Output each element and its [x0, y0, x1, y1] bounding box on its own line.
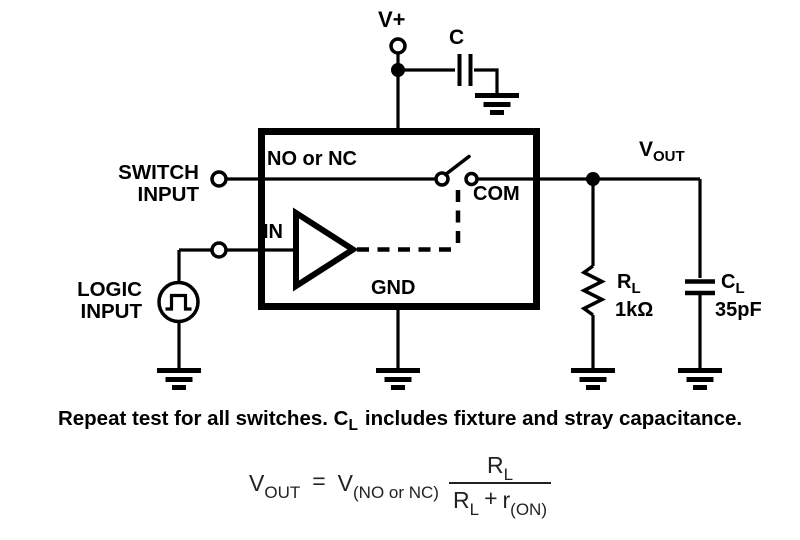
- logic-input-label: LOGIC INPUT: [0, 279, 142, 323]
- cl-sub: L: [735, 280, 745, 297]
- fraction-den-plus: +: [484, 485, 498, 511]
- formula-rhs-main: V: [337, 469, 354, 496]
- pulse-source-icon: [157, 280, 200, 324]
- v-plus-label: V+: [378, 7, 406, 32]
- switch-input-line1: SWITCH: [118, 161, 199, 184]
- pin-label-no-or-nc: NO or NC: [267, 148, 357, 170]
- pulse-waveform-icon: [165, 293, 192, 311]
- pin-label-com: COM: [473, 183, 520, 205]
- terminal-switch-input: [210, 170, 228, 188]
- fraction-denominator: RL+r(ON): [448, 482, 551, 519]
- ground-icon-gnd-pin: [376, 368, 420, 390]
- caption-sub: L: [348, 417, 358, 434]
- cl-main: C: [721, 271, 736, 293]
- vout-label: VOUT: [639, 138, 685, 165]
- ground-icon-logic: [157, 368, 201, 390]
- capacitor-icon-supply: [457, 54, 473, 86]
- formula-lhs: VOUT: [249, 469, 300, 502]
- fraction-numerator: RL: [477, 452, 523, 484]
- rl-value: 1kΩ: [615, 299, 654, 321]
- fraction-den-ron-main: r: [502, 487, 511, 513]
- ground-icon-supply-cap: [475, 93, 519, 115]
- formula-lhs-main: V: [249, 469, 265, 496]
- vout-formula: VOUT = V(NO or NC) RL RL+r(ON): [0, 452, 800, 519]
- wires: [177, 53, 702, 371]
- vout-main: V: [639, 138, 654, 161]
- vout-sub: OUT: [653, 148, 685, 165]
- fraction-num-main: R: [486, 452, 504, 478]
- terminal-logic-input: [210, 241, 228, 259]
- formula-rhs: V(NO or NC): [337, 469, 439, 502]
- ground-icon-rl: [571, 368, 615, 390]
- pin-label-in: IN: [263, 221, 283, 243]
- formula-equals: =: [312, 467, 326, 494]
- switch-input-label: SWITCH INPUT: [0, 162, 199, 206]
- formula-rhs-sub: (NO or NC): [353, 482, 439, 502]
- terminal-v-plus: [389, 37, 407, 55]
- supply-cap-label: C: [449, 26, 465, 49]
- caption-post: includes fixture and stray capacitance.: [364, 407, 743, 430]
- cl-value: 35pF: [715, 299, 762, 321]
- logic-input-line1: LOGIC: [77, 278, 142, 301]
- fraction-den-r-sub: L: [469, 500, 480, 519]
- ic-box: [258, 128, 540, 310]
- caption-pre: Repeat test for all switches. C: [57, 407, 349, 430]
- buffer-triangle-icon: [293, 207, 359, 292]
- rl-sub: L: [631, 280, 641, 297]
- junction-dot-vout: [586, 172, 600, 186]
- pin-label-gnd: GND: [371, 277, 416, 299]
- formula-lhs-sub: OUT: [264, 482, 301, 502]
- circuit-schematic: [157, 37, 722, 390]
- switch-input-line2: INPUT: [137, 183, 200, 206]
- switch-contact-right: [464, 171, 479, 187]
- junction-dot-supply: [391, 63, 405, 77]
- fraction-num-sub: L: [503, 465, 514, 484]
- resistor-icon-load: [580, 264, 606, 317]
- cl-label: CL: [721, 271, 745, 297]
- logic-input-line2: INPUT: [80, 300, 143, 323]
- rl-label: RL: [617, 271, 641, 297]
- ground-icon-cl: [678, 368, 722, 390]
- formula-fraction: RL RL+r(ON): [448, 452, 551, 519]
- fraction-den-r-main: R: [452, 487, 470, 513]
- switch-arm-icon: [443, 154, 471, 177]
- capacitor-icon-load: [685, 279, 715, 296]
- rl-main: R: [617, 271, 632, 293]
- fraction-den-ron-sub: (ON): [510, 500, 547, 519]
